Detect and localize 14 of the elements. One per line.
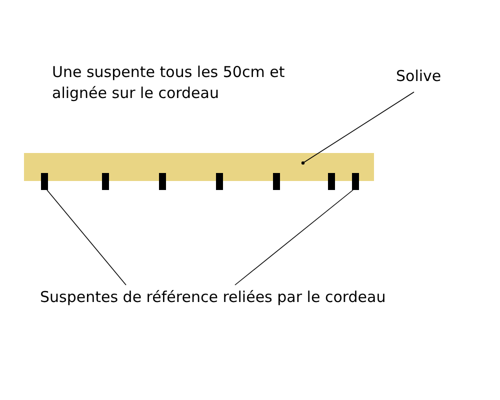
callout-text: Suspentes de référence reliées par le cordeau [40, 287, 386, 308]
hanger [216, 173, 223, 190]
callout-text: Solive [396, 66, 442, 87]
hanger [102, 173, 109, 190]
hanger [273, 173, 280, 190]
leader-line [234, 190, 354, 286]
joist-beam [24, 153, 374, 181]
leader-line [46, 190, 126, 286]
hanger [352, 173, 359, 190]
leader-line [301, 92, 414, 165]
hanger [328, 173, 335, 190]
hanger [159, 173, 166, 190]
note-text: Une suspente tous les 50cm et alignée sur le cordeau [52, 62, 286, 104]
hanger [41, 173, 48, 190]
